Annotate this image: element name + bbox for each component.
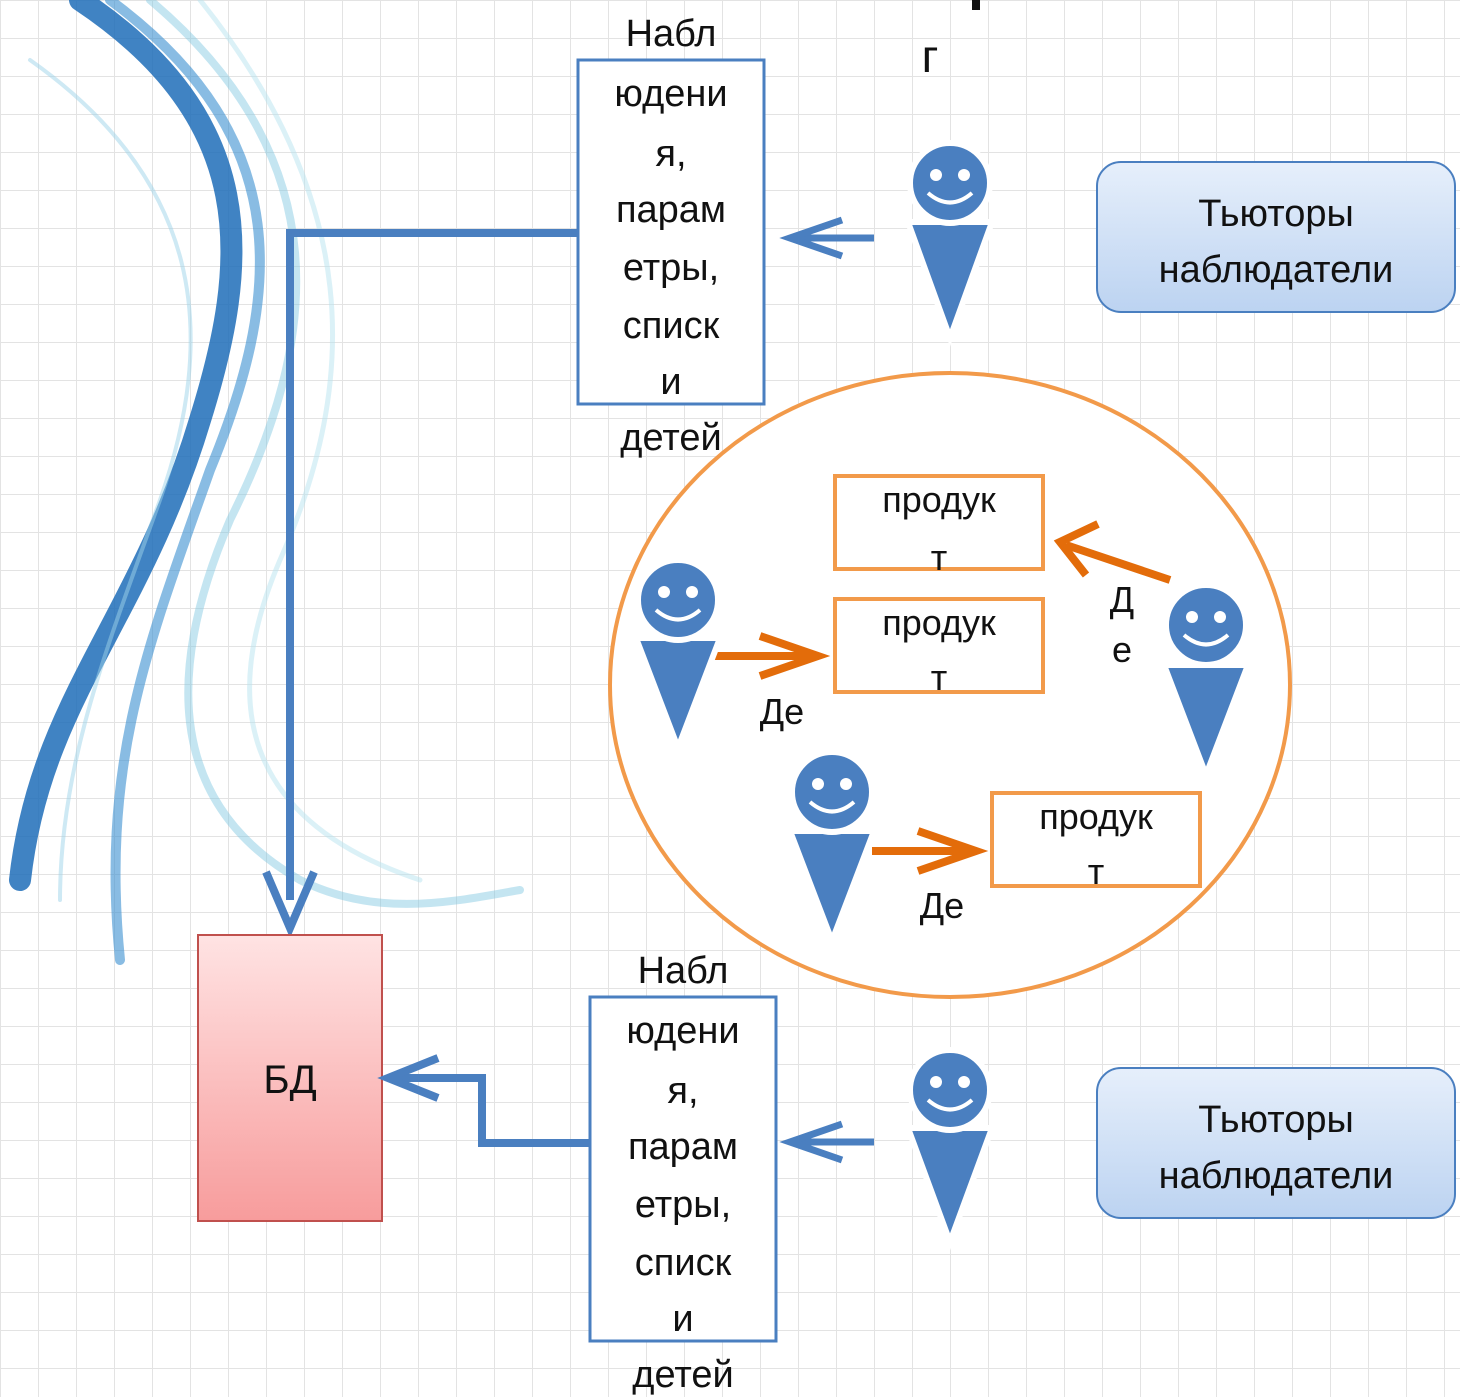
observation-line: детей [620, 417, 721, 459]
tutors-pill-top: Тьюторы наблюдатели [1096, 161, 1456, 313]
header-fragment-mark [972, 0, 980, 10]
observation-line: Набл [638, 950, 729, 992]
observation-line: етры, [623, 247, 719, 289]
observation-line: я, [655, 133, 686, 175]
activity-label: Д [1110, 579, 1134, 620]
observation-line: и [672, 1298, 693, 1340]
product-label: продук [1039, 796, 1153, 837]
arrow-tutor-to-box-bottom [779, 1120, 874, 1164]
tutors-pill-line: Тьюторы [1198, 1099, 1354, 1141]
observation-line: парам [616, 189, 726, 231]
connector-bottom-to-db [377, 1054, 590, 1147]
product-label: продук [882, 602, 996, 643]
activity-label: е [1112, 629, 1132, 670]
product-label: т [931, 657, 948, 698]
tutors-pill-bottom: Тьюторы наблюдатели [1096, 1067, 1456, 1219]
child-figure-left [631, 557, 725, 757]
observation-line: списк [623, 305, 720, 347]
activity-arrow-1 [712, 632, 831, 680]
product-box-3: продук т [990, 791, 1202, 892]
observation-line: списк [635, 1242, 732, 1284]
observation-box-top: Набл юдени я, парам етры, списк и детей [576, 13, 766, 459]
observation-line: и [660, 361, 681, 403]
observation-line: я, [667, 1070, 698, 1112]
activity-arrow-3 [872, 827, 989, 875]
tutors-pill-line: наблюдатели [1159, 1155, 1394, 1197]
child-figure-right [1159, 582, 1253, 784]
observation-line: детей [632, 1354, 733, 1396]
tutors-pill-line: наблюдатели [1159, 249, 1394, 291]
observation-line: юдени [614, 73, 727, 115]
observation-line: етры, [635, 1184, 731, 1226]
product-label: т [1088, 851, 1105, 892]
observation-box-bottom: Набл юдени я, парам етры, списк и детей [588, 950, 778, 1396]
child-figure-bottom [785, 749, 879, 950]
observation-line: Набл [626, 13, 717, 55]
observation-line: парам [628, 1126, 738, 1168]
observation-line: юдени [626, 1010, 739, 1052]
activity-arrow-2 [1053, 520, 1172, 584]
database-label: БД [263, 1058, 316, 1102]
product-box-1: продук т [833, 474, 1045, 578]
tutor-figure-top [903, 140, 997, 347]
database-box: БД [197, 934, 383, 1222]
activity-label: Де [760, 691, 804, 732]
product-box-2: продук т [833, 597, 1045, 698]
product-label: продук [882, 479, 996, 520]
tutors-pill-line: Тьюторы [1198, 193, 1354, 235]
product-label: т [931, 537, 948, 578]
header-fragment: г [922, 30, 939, 82]
arrow-tutor-to-box-top [779, 216, 874, 260]
decorative-ribbon [9, 0, 524, 965]
connector-top-to-db [262, 229, 578, 939]
activity-label: Де [920, 885, 964, 926]
tutor-figure-bottom [903, 1047, 997, 1251]
